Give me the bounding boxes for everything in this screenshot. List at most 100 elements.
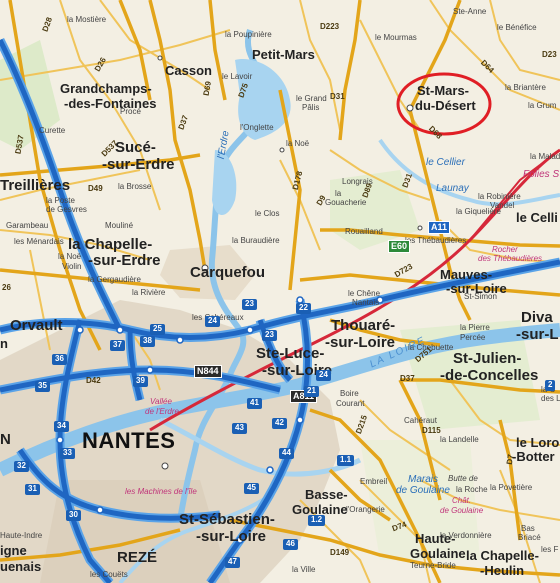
label-st-sebastien-2[interactable]: -sur-Loire bbox=[196, 528, 267, 545]
label-mauves-1[interactable]: Mauves- bbox=[440, 267, 493, 282]
label-thouare-2[interactable]: -sur-Loire bbox=[325, 334, 396, 351]
exit-shield-34: 34 bbox=[54, 421, 69, 432]
label-chapelle-erdre-1[interactable]: la Chapelle- bbox=[68, 236, 153, 253]
label-ste-luce-1[interactable]: Ste-Luce- bbox=[256, 345, 325, 362]
label-butte: Butte de bbox=[448, 474, 478, 483]
label-mauves-2[interactable]: -sur-Loire bbox=[446, 281, 507, 296]
label-marais-2: de Goulaine bbox=[396, 485, 450, 496]
road-d49: D49 bbox=[88, 184, 103, 193]
label-chapelle-erdre-2[interactable]: -sur-Erdre bbox=[88, 252, 161, 269]
label-la-verdonniere: la Verdonnière bbox=[440, 531, 492, 540]
label-la-gouacherie-1: la bbox=[335, 189, 342, 198]
label-chapelle-heulin-1[interactable]: la Chapelle- bbox=[466, 548, 539, 563]
exit-shield-24b: 24 bbox=[316, 370, 331, 381]
label-petit-mars[interactable]: Petit-Mars bbox=[252, 47, 315, 62]
label-st-mars-1[interactable]: St-Mars- bbox=[417, 83, 470, 98]
exit-shield-1-1: 1.1 bbox=[337, 455, 355, 466]
label-grandchamps-1[interactable]: Grandchamps- bbox=[60, 81, 152, 96]
label-treillieres[interactable]: Treillières bbox=[0, 177, 71, 194]
exit-shield-21: 21 bbox=[304, 386, 319, 397]
label-la-riviere: la Rivière bbox=[132, 288, 166, 297]
river-loire bbox=[0, 323, 560, 477]
road-26: 26 bbox=[2, 283, 11, 292]
exit-shield-39: 39 bbox=[133, 376, 148, 387]
label-marais-1: Marais bbox=[408, 474, 439, 485]
label-le-mourmas: le Mourmas bbox=[375, 33, 417, 42]
river-sevre bbox=[118, 493, 272, 583]
label-rocher-1: Rocher bbox=[492, 245, 518, 254]
label-vandel: Vandel bbox=[490, 201, 515, 210]
label-nantais: Nantais bbox=[352, 298, 380, 307]
label-folies: Folies S bbox=[523, 169, 560, 180]
label-la-poupiniere: la Poupinière bbox=[225, 30, 272, 39]
label-casson[interactable]: Casson bbox=[165, 63, 212, 78]
label-uenais: uenais bbox=[0, 559, 42, 574]
label-teurne-bride: Teurne-Bride bbox=[410, 561, 456, 570]
label-divatte-1[interactable]: Diva bbox=[521, 309, 553, 326]
label-de-gesvres: de Gesvres bbox=[46, 205, 87, 214]
label-menardais: les Ménardais bbox=[14, 237, 64, 246]
label-la-poste: la Poste bbox=[46, 196, 75, 205]
exit-shield-23b: 23 bbox=[262, 330, 277, 341]
label-les-couets: les Couëts bbox=[90, 570, 128, 579]
label-nantes[interactable]: NANTES bbox=[82, 428, 176, 453]
exit-shield-32: 32 bbox=[14, 461, 29, 472]
label-n-edge: n bbox=[0, 336, 8, 351]
town-markers bbox=[157, 55, 423, 470]
label-boire: Boire bbox=[340, 389, 359, 398]
label-la-pierre: la Pierre bbox=[460, 323, 490, 332]
exit-shield-47: 47 bbox=[225, 557, 240, 568]
exit-shield-30: 30 bbox=[66, 510, 81, 521]
label-violin: Violin bbox=[62, 262, 82, 271]
river-tributary bbox=[378, 138, 560, 207]
label-st-julien-1[interactable]: St-Julien- bbox=[453, 350, 522, 367]
exit-shield-46: 46 bbox=[283, 539, 298, 550]
label-le-loroux-1[interactable]: le Loro bbox=[516, 435, 560, 450]
label-haute-goulaine-1[interactable]: Haute- bbox=[415, 531, 456, 546]
label-n-left: N bbox=[0, 431, 11, 448]
label-suce-2[interactable]: -sur-Erdre bbox=[102, 156, 175, 173]
label-le-lavoir: le Lavoir bbox=[222, 72, 253, 81]
exit-shield-24: 24 bbox=[205, 316, 220, 327]
label-chapelle-heulin-2[interactable]: -Heulin bbox=[480, 563, 525, 578]
label-st-julien-2[interactable]: -de-Concelles bbox=[440, 367, 539, 384]
label-la-ville: la Ville bbox=[292, 565, 316, 574]
label-basse-goulaine-1[interactable]: Basse- bbox=[305, 487, 348, 502]
label-carquefou[interactable]: Carquefou bbox=[190, 264, 265, 281]
label-orvault[interactable]: Orvault bbox=[10, 317, 63, 334]
exit-shield-45: 45 bbox=[244, 483, 259, 494]
label-suce-1[interactable]: Sucé- bbox=[115, 139, 156, 156]
label-thouare-1[interactable]: Thouaré- bbox=[331, 317, 396, 334]
label-ste-luce-2[interactable]: -sur-Loire bbox=[262, 362, 333, 379]
label-le-loroux-2[interactable]: -Botter bbox=[512, 449, 555, 464]
label-basse-goulaine-2[interactable]: Goulaine bbox=[292, 502, 348, 517]
label-la-gouacherie-2: Gouacherie bbox=[325, 198, 367, 207]
label-divatte-2[interactable]: -sur-L bbox=[516, 326, 559, 343]
label-la-gruma: la Grum bbox=[528, 101, 557, 110]
label-le-clos: le Clos bbox=[255, 209, 280, 218]
label-les-thebaudieres: les Thébaudières bbox=[405, 236, 467, 245]
label-reze[interactable]: REZÉ bbox=[117, 549, 158, 566]
label-st-sebastien-1[interactable]: St-Sébastien- bbox=[179, 511, 275, 528]
label-bas-briace-2: Briacé bbox=[518, 533, 541, 542]
label-le-cellier-water: le Cellier bbox=[426, 157, 465, 168]
label-la-chebuette: la Chebuette bbox=[408, 343, 454, 352]
label-haute-goulaine-2[interactable]: Goulaine bbox=[410, 546, 466, 561]
label-caheraut: Cahéraut bbox=[404, 416, 437, 425]
exit-shield-36: 36 bbox=[52, 354, 67, 365]
railway-line-secondary bbox=[469, 149, 560, 241]
exit-shield-41: 41 bbox=[247, 398, 262, 409]
label-st-mars-2[interactable]: du-Désert bbox=[415, 98, 476, 113]
label-la-giquellere: la Giquelière bbox=[456, 207, 501, 216]
label-le-grand-palis-1: le Grand bbox=[296, 94, 327, 103]
label-la-malad: la Malad bbox=[530, 152, 560, 161]
exit-shield-22: 22 bbox=[296, 303, 311, 314]
lake-erdre bbox=[212, 150, 237, 215]
road-d115: D115 bbox=[422, 426, 441, 435]
label-launay: Launay bbox=[436, 183, 469, 194]
label-grandchamps-2[interactable]: -des-Fontaines bbox=[64, 96, 157, 111]
label-longlaie: l'Onglette bbox=[240, 123, 274, 132]
label-le-cellier[interactable]: le Celli bbox=[516, 210, 558, 225]
